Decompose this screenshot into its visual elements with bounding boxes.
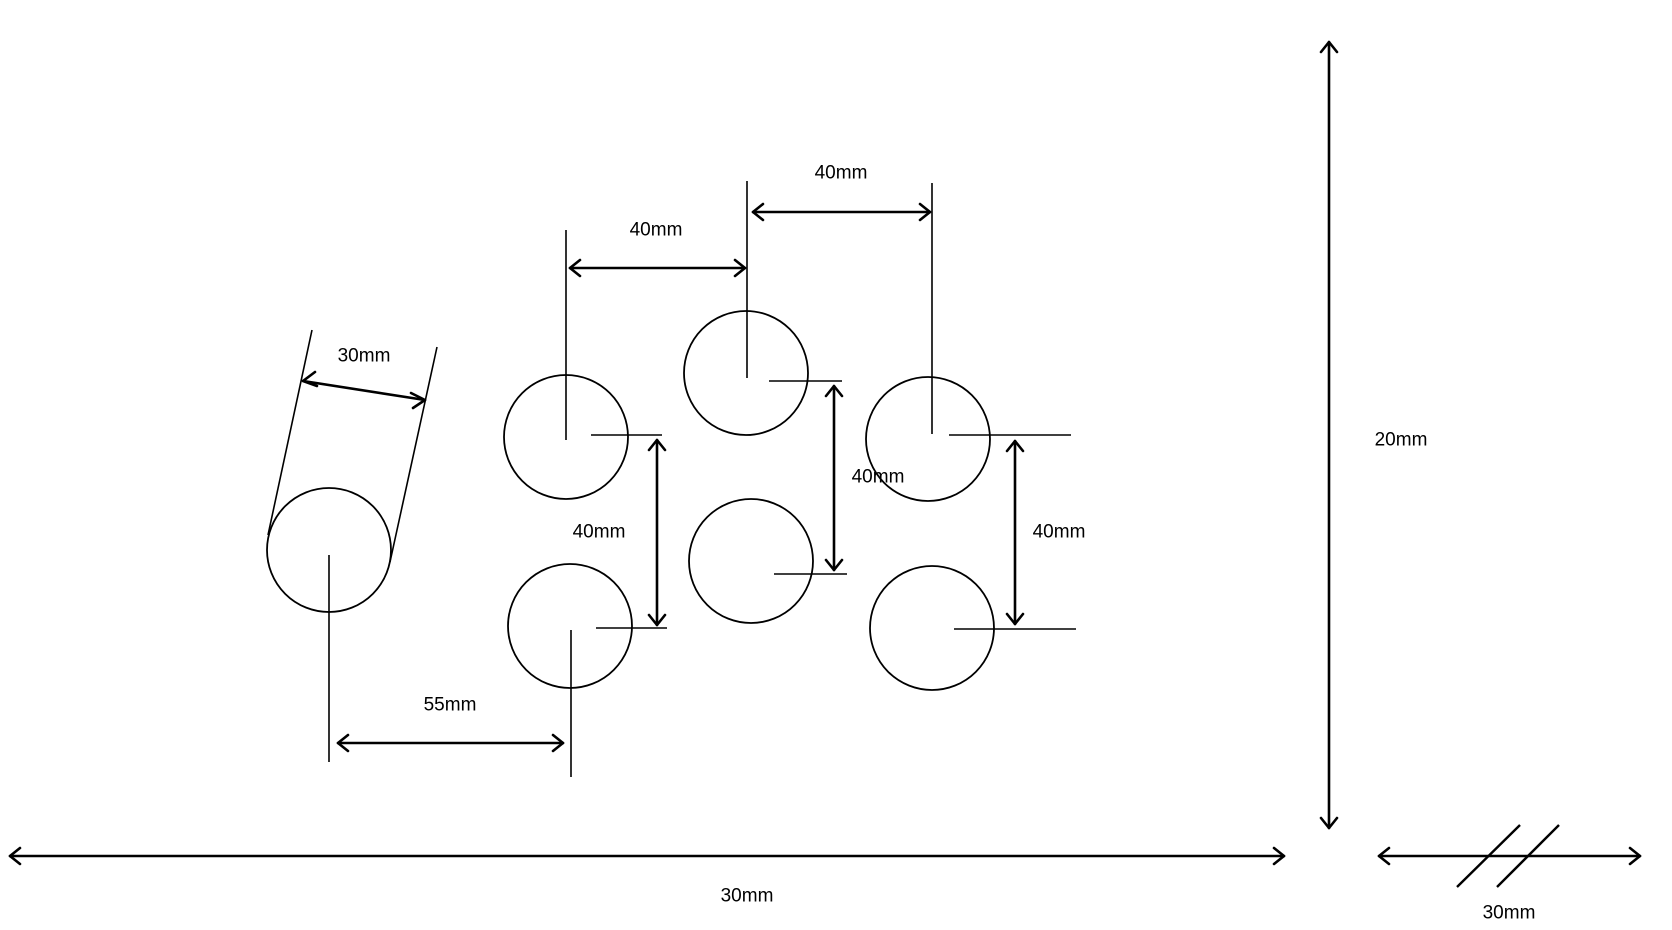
arrowhead [1628,846,1642,866]
label-overall-height: 20mm [1374,429,1428,451]
arrowhead-diameter-left [301,370,319,388]
circle-array [503,310,995,691]
arrowhead [1005,439,1025,453]
circle-top-right [865,376,991,502]
arrowhead [1005,612,1025,626]
arrowhead [1377,846,1391,866]
label-top-spacing-left: 40mm [629,219,683,241]
dimension-arrows [8,40,1642,888]
break-mark-2 [1496,824,1560,888]
arrowhead [647,438,667,452]
circle-bottom-left [507,563,633,689]
arrowhead [1272,846,1286,866]
arrowhead [336,733,350,753]
circle-top-middle [683,310,809,436]
circle-bottom-right [869,565,995,691]
arrowhead [824,558,844,572]
dim-line-diameter [301,379,427,402]
arrowhead [568,258,582,278]
label-vertical-spacing-right: 40mm [1032,521,1086,543]
break-mark-1 [1456,824,1521,888]
tilted-edge-right [389,346,438,563]
arrowhead [8,846,22,866]
label-pipe-diameter: 30mm [337,345,391,367]
arrowhead [733,258,747,278]
arrowhead-diameter-right [409,391,427,410]
arrowhead [1319,40,1339,54]
label-overall-width: 30mm [720,885,774,907]
arrowhead [647,613,667,627]
label-vertical-spacing-left: 40mm [572,521,626,543]
label-vertical-spacing-middle: 40mm [851,466,905,488]
extension-lines [565,181,1076,777]
arrowhead [1319,816,1339,830]
arrowhead [918,202,932,222]
arrowhead [751,202,765,222]
arrowhead [824,384,844,398]
tilted-edge-left [267,329,313,536]
label-top-spacing-right: 40mm [814,162,868,184]
label-offset-spacing: 55mm [423,694,477,716]
label-break-width: 30mm [1482,902,1536,924]
arrowhead [551,733,565,753]
tilted-cylinder [266,329,438,762]
circle-bottom-middle [688,498,814,624]
